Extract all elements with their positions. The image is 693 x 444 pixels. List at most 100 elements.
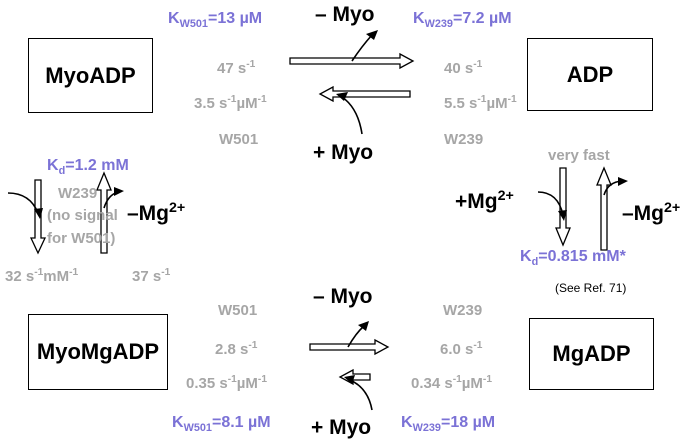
bottom-k-w501: KW501=8.1 µM: [172, 414, 271, 434]
rate-exp: -1: [482, 374, 492, 385]
top-forward-arrow: [289, 52, 415, 70]
left-down-curve: [7, 192, 39, 214]
rate-text: 3.5 s: [194, 95, 228, 112]
rate-text: 2.8 s: [215, 341, 249, 358]
k-value: =18 µM: [440, 414, 496, 431]
rate-exp: -1: [473, 340, 483, 351]
myoadp-box: MyoADP: [28, 38, 153, 113]
bottom-probe-w239: W239: [443, 302, 483, 319]
mg-text: –Mg: [622, 202, 664, 225]
kd-base: K: [47, 157, 59, 174]
right-very-fast: very fast: [548, 147, 610, 164]
rate-unit: µM: [236, 95, 258, 112]
top-minus-myo: – Myo: [315, 3, 375, 26]
rate-text: 47 s: [217, 60, 247, 77]
rate-text: 32 s: [5, 268, 35, 285]
rate-exp: -1: [34, 267, 44, 278]
top-release-curve: [351, 34, 373, 62]
top-probe-w501: W501: [219, 131, 259, 148]
rate-unit: µM: [486, 95, 508, 112]
kd-sub: d: [531, 256, 539, 269]
rate-exp: -1: [227, 374, 237, 385]
left-note-line1: (no signal: [47, 207, 118, 224]
myoadp-label: MyoADP: [45, 62, 136, 88]
k-sub: W239: [412, 422, 441, 435]
kd-value: =1.2 mM: [65, 157, 129, 174]
kd-base: K: [520, 248, 532, 265]
k-sub: W501: [179, 18, 208, 31]
k-value: =13 µM: [207, 10, 263, 27]
rate-exp: -1: [507, 94, 517, 105]
rate-unit: µM: [461, 375, 483, 392]
k-value: =7.2 µM: [452, 10, 512, 27]
rate-exp: -1: [248, 340, 258, 351]
kd-value: =0.815 mM*: [538, 248, 626, 265]
left-note-line2: for W501): [47, 230, 116, 247]
mgadp-label: MgADP: [552, 341, 631, 366]
top-release-head: [366, 30, 378, 40]
mg-text: –Mg: [127, 202, 169, 225]
top-rate-left-1: 47 s-1: [217, 59, 255, 77]
bottom-release-head: [358, 321, 369, 331]
bottom-minus-myo: – Myo: [313, 285, 373, 308]
top-probe-w239: W239: [444, 131, 484, 148]
rate-text: 0.34 s: [411, 375, 453, 392]
myomgadp-label: MyoMgADP: [36, 339, 160, 364]
bottom-k-w239: KW239=18 µM: [401, 414, 495, 434]
right-plus-mg: +Mg2+: [455, 188, 514, 214]
top-bind-curve: [341, 96, 363, 135]
k-sub: W501: [183, 422, 212, 435]
bottom-rate-left-2: 0.35 s-1µM-1: [186, 374, 267, 392]
mg-charge: 2+: [169, 200, 186, 216]
rate-text: 40 s: [444, 60, 474, 77]
myomgadp-box: MyoMgADP: [28, 314, 168, 390]
right-up-head: [618, 177, 628, 186]
rate-exp: -1: [473, 59, 483, 70]
right-reference: (See Ref. 71): [555, 281, 627, 295]
left-up-head: [114, 187, 124, 196]
top-rate-left-2: 3.5 s-1µM-1: [194, 94, 267, 112]
top-plus-myo: + Myo: [313, 141, 374, 164]
right-kd: Kd=0.815 mM*: [520, 248, 626, 268]
k-base: K: [172, 414, 184, 431]
top-rate-right-1: 40 s-1: [444, 59, 482, 77]
bottom-bind-curve: [349, 379, 373, 411]
rate-text: 0.35 s: [186, 375, 228, 392]
k-sub: W239: [424, 18, 453, 31]
top-bind-head: [336, 92, 348, 101]
left-minus-mg: –Mg2+: [127, 200, 185, 226]
bottom-reverse-arrow: [338, 368, 371, 386]
bottom-rate-right-2: 0.34 s-1µM-1: [411, 374, 492, 392]
rate-unit: mM: [43, 268, 70, 285]
mg-charge: 2+: [664, 200, 681, 216]
left-kd: Kd=1.2 mM: [47, 157, 129, 177]
bottom-plus-myo: + Myo: [311, 416, 372, 439]
rate-text: 6.0 s: [440, 341, 474, 358]
right-up-arrow: [596, 166, 612, 251]
bottom-rate-left-1: 2.8 s-1: [215, 340, 257, 358]
right-minus-mg: –Mg2+: [622, 200, 680, 226]
right-down-arrow: [555, 167, 571, 247]
k-base: K: [413, 10, 425, 27]
k-value: =8.1 µM: [211, 414, 271, 431]
rate-text: 5.5 s: [444, 95, 478, 112]
rate-exp: -1: [69, 267, 79, 278]
adp-box: ADP: [527, 38, 653, 111]
mg-charge: 2+: [497, 188, 514, 204]
right-down-head: [558, 210, 567, 221]
rate-text: 37 s: [132, 268, 162, 285]
rate-exp: -1: [477, 94, 487, 105]
rate-unit: µM: [236, 375, 258, 392]
mg-text: +Mg: [455, 190, 498, 213]
top-rate-right-2: 5.5 s-1µM-1: [444, 94, 517, 112]
left-down-head: [34, 208, 43, 219]
rate-exp: -1: [257, 94, 267, 105]
rate-exp: -1: [161, 267, 171, 278]
mgadp-box: MgADP: [529, 318, 654, 390]
top-k-w239: KW239=7.2 µM: [413, 10, 512, 30]
top-reverse-arrow: [318, 85, 411, 103]
left-up-arrow: [96, 171, 112, 254]
rate-exp: -1: [227, 94, 237, 105]
top-k-w501: KW501=13 µM: [168, 10, 262, 30]
